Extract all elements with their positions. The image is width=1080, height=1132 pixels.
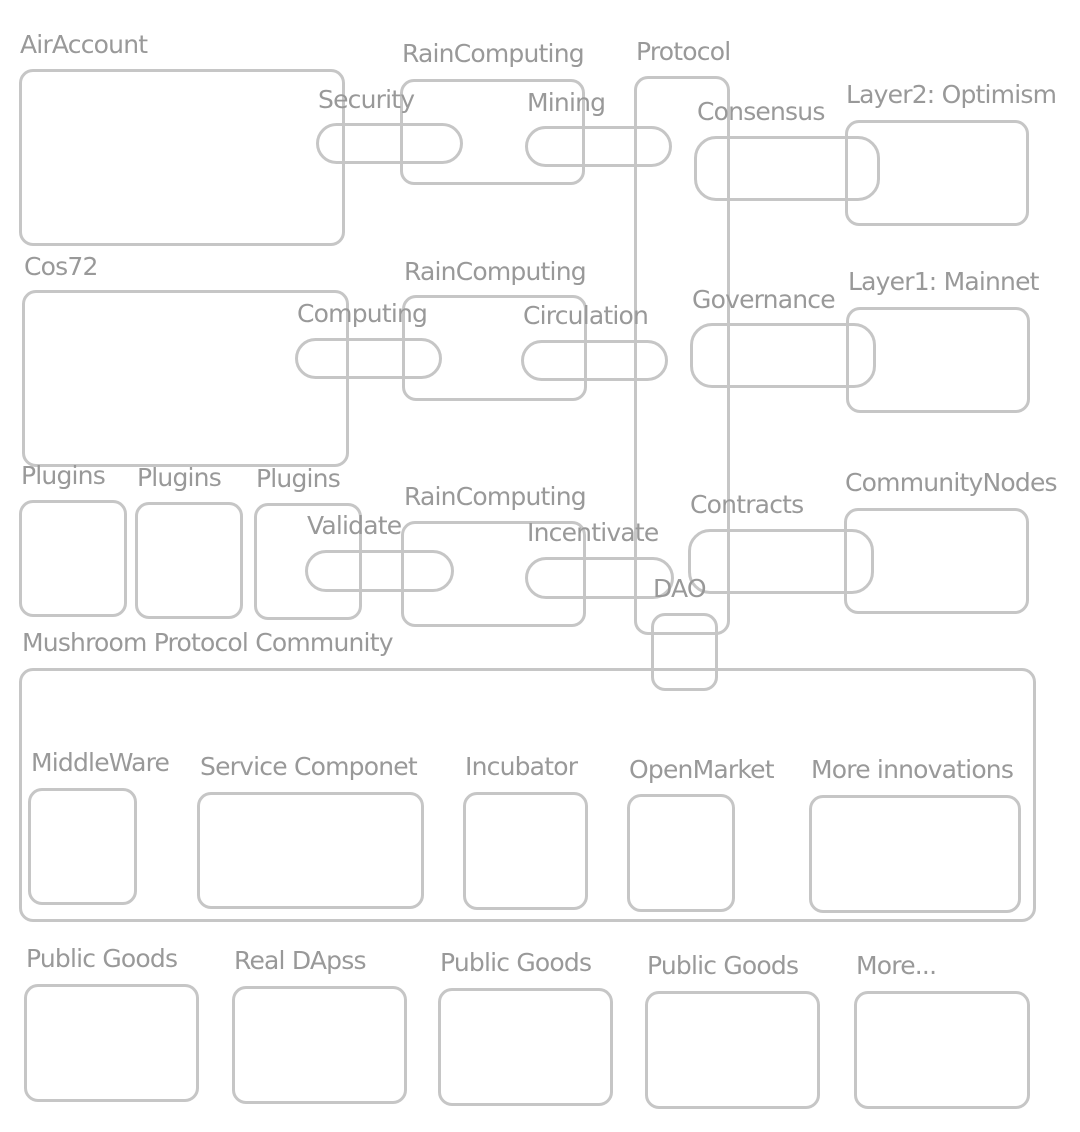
plugins-box-2 (135, 502, 243, 619)
open-market-label: OpenMarket (629, 755, 775, 784)
security-pill (316, 123, 463, 164)
incentivate-pill (525, 557, 674, 599)
incubator-box (463, 792, 588, 910)
community-label: Mushroom Protocol Community (22, 628, 393, 657)
plugins-label-2: Plugins (137, 463, 222, 492)
circulation-label: Circulation (523, 301, 649, 330)
rain-computing-box-3 (401, 521, 586, 627)
contracts-label: Contracts (690, 490, 804, 519)
contracts-pill (688, 529, 874, 594)
real-dapps-box (232, 986, 407, 1104)
more-innovations-box (809, 795, 1021, 913)
plugins-box-3 (254, 503, 362, 620)
plugins-label-3: Plugins (256, 464, 341, 493)
open-market-box (627, 794, 735, 912)
community-nodes-box (844, 508, 1029, 614)
service-component-box (197, 792, 424, 909)
middleware-box (28, 788, 137, 905)
public-goods-box-2 (438, 988, 613, 1106)
security-label: Security (318, 85, 415, 114)
incubator-label: Incubator (465, 752, 578, 781)
circulation-pill (521, 340, 668, 381)
computing-label: Computing (297, 299, 428, 328)
cos72-label: Cos72 (24, 252, 98, 281)
dao-label: DAO (653, 574, 707, 603)
public-goods-box-1 (24, 984, 199, 1102)
validate-pill (305, 550, 454, 592)
rain-computing-label-1: RainComputing (402, 39, 585, 68)
layer1-label: Layer1: Mainnet (848, 267, 1039, 296)
mining-pill (525, 126, 672, 167)
validate-label: Validate (307, 511, 402, 540)
more-label: More... (856, 951, 937, 980)
public-goods-label-1: Public Goods (26, 944, 178, 973)
consensus-pill (694, 136, 880, 201)
service-component-label: Service Componet (200, 752, 418, 781)
community-box (19, 668, 1036, 922)
computing-pill (295, 338, 442, 379)
community-nodes-label: CommunityNodes (845, 468, 1058, 497)
more-box (854, 991, 1030, 1109)
layer2-label: Layer2: Optimism (846, 80, 1057, 109)
rain-computing-label-2: RainComputing (404, 257, 587, 286)
middleware-label: MiddleWare (31, 748, 170, 777)
protocol-label: Protocol (636, 37, 731, 66)
more-innovations-label: More innovations (811, 755, 1014, 784)
public-goods-box-3 (645, 991, 820, 1109)
real-dapps-label: Real DApss (234, 946, 366, 975)
governance-label: Governance (692, 285, 836, 314)
air-account-box (19, 69, 345, 246)
plugins-label-1: Plugins (21, 461, 106, 490)
mining-label: Mining (527, 88, 606, 117)
dao-box (651, 613, 718, 691)
plugins-box-1 (19, 500, 127, 617)
incentivate-label: Incentivate (527, 518, 659, 547)
air-account-label: AirAccount (20, 30, 148, 59)
rain-computing-label-3: RainComputing (404, 482, 587, 511)
public-goods-label-2: Public Goods (440, 948, 592, 977)
rain-computing-box-2 (402, 295, 587, 401)
protocol-box (634, 76, 730, 635)
governance-pill (690, 323, 876, 388)
public-goods-label-3: Public Goods (647, 951, 799, 980)
rain-computing-box-1 (400, 79, 585, 185)
layer1-box (846, 307, 1030, 413)
consensus-label: Consensus (697, 97, 825, 126)
layer2-box (845, 120, 1029, 226)
